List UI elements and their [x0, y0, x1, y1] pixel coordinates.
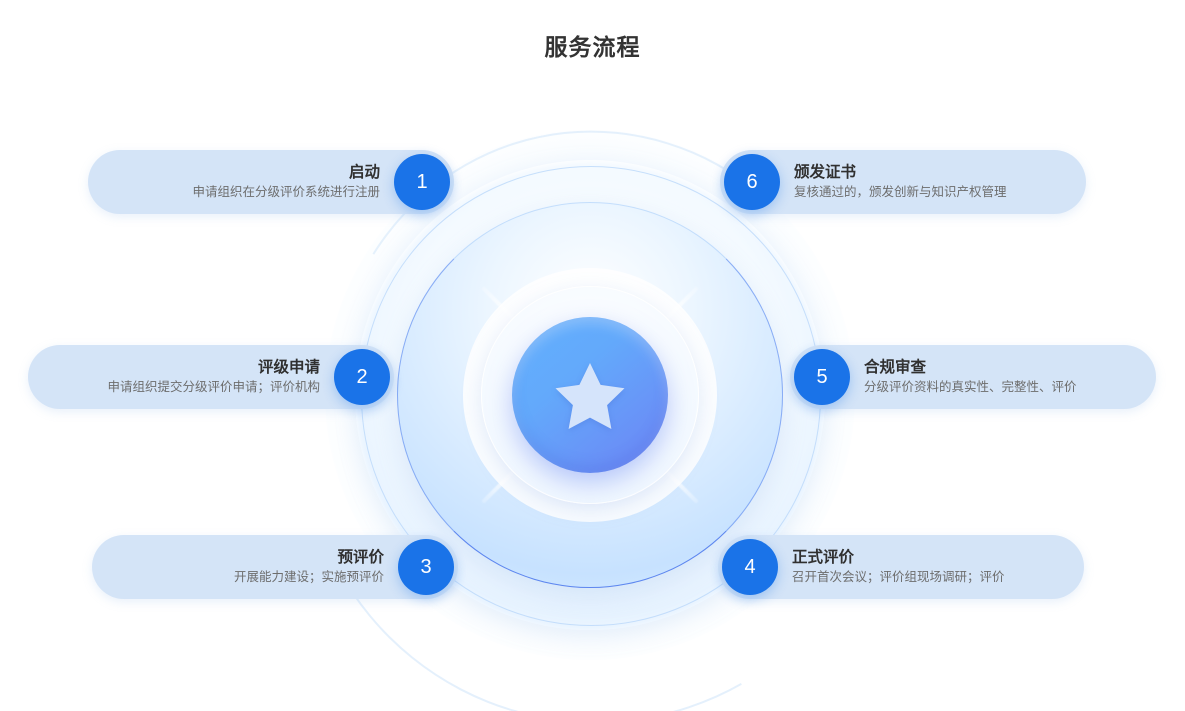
step-card-4-desc: 召开首次会议；评价组现场调研；评价: [792, 570, 1005, 585]
step-card-2-text: 评级申请 申请组织提交分级评价申请；评价机构: [107, 358, 320, 396]
step-card-5-title: 合规审查: [864, 359, 927, 376]
step-badge-5[interactable]: 5: [794, 349, 850, 405]
step-card-3[interactable]: 预评价 开展能力建设；实施预评价 3: [92, 535, 458, 599]
step-card-5-text: 合规审查 分级评价资料的真实性、完整性、评价: [864, 358, 1077, 396]
step-card-2-desc: 申请组织提交分级评价申请；评价机构: [107, 380, 320, 395]
star-icon: [512, 317, 668, 473]
step-card-1-title: 启动: [348, 164, 380, 181]
step-badge-1[interactable]: 1: [394, 154, 450, 210]
step-card-3-title: 预评价: [337, 549, 384, 566]
step-card-2[interactable]: 评级申请 申请组织提交分级评价申请；评价机构 2: [28, 345, 394, 409]
step-badge-6[interactable]: 6: [724, 154, 780, 210]
step-badge-3[interactable]: 3: [398, 539, 454, 595]
page-title: 服务流程: [544, 34, 641, 60]
step-card-5-desc: 分级评价资料的真实性、完整性、评价: [864, 380, 1077, 395]
step-card-4-text: 正式评价 召开首次会议；评价组现场调研；评价: [792, 548, 1005, 586]
central-hub-graphic: [325, 130, 855, 660]
step-card-3-desc: 开展能力建设；实施预评价: [233, 570, 384, 585]
step-badge-4[interactable]: 4: [722, 539, 778, 595]
step-card-1-text: 启动 申请组织在分级评价系统进行注册: [192, 163, 380, 201]
step-card-4[interactable]: 4 正式评价 召开首次会议；评价组现场调研；评价: [718, 535, 1084, 599]
step-card-6-title: 颁发证书: [794, 164, 857, 181]
step-card-3-text: 预评价 开展能力建设；实施预评价: [234, 548, 384, 586]
step-card-6[interactable]: 6 颁发证书 复核通过的，颁发创新与知识产权管理: [720, 150, 1086, 214]
step-card-4-title: 正式评价: [792, 549, 855, 566]
hub-inner-ring-outline: [397, 202, 783, 588]
step-card-6-desc: 复核通过的，颁发创新与知识产权管理: [794, 185, 1007, 200]
step-card-6-text: 颁发证书 复核通过的，颁发创新与知识产权管理: [794, 163, 1007, 201]
step-badge-2[interactable]: 2: [334, 349, 390, 405]
step-card-2-title: 评级申请: [257, 359, 320, 376]
step-card-1[interactable]: 启动 申请组织在分级评价系统进行注册 1: [88, 150, 454, 214]
step-card-5[interactable]: 5 合规审查 分级评价资料的真实性、完整性、评价: [790, 345, 1156, 409]
step-card-1-desc: 申请组织在分级评价系统进行注册: [192, 185, 380, 200]
